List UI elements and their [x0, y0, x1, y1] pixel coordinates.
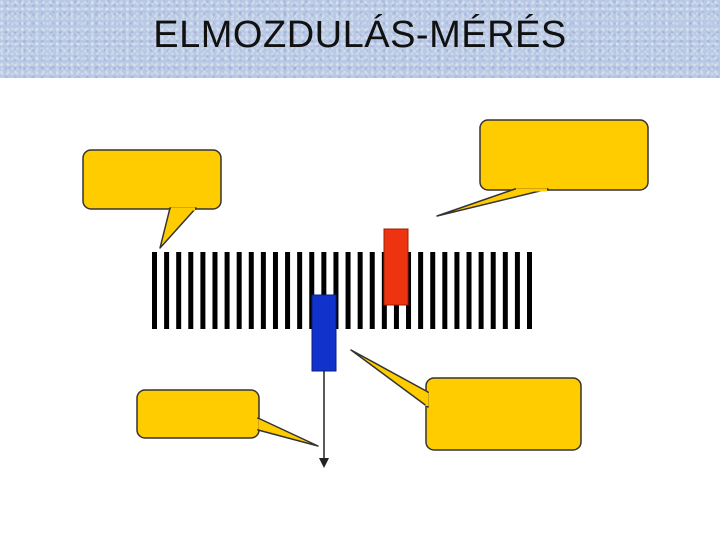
scale-bar	[212, 252, 218, 329]
scale-bar	[490, 252, 496, 329]
scale-bar	[406, 252, 412, 329]
slide-title: ELMOZDULÁS-MÉRÉS	[153, 14, 567, 56]
scale-bar	[345, 252, 351, 329]
scale-bar	[236, 252, 242, 329]
callout-top-left	[82, 149, 222, 249]
scale-bar	[418, 252, 424, 329]
scale-bar	[430, 252, 436, 329]
scale-bar	[309, 252, 315, 329]
scale-bar	[164, 252, 170, 329]
scale-bar	[248, 252, 254, 329]
scale-bar	[188, 252, 194, 329]
scale-bar	[502, 252, 508, 329]
pointer-arrowhead	[319, 458, 329, 468]
scale-bar	[224, 252, 230, 329]
scale-bar	[321, 252, 327, 329]
scale-bar	[260, 252, 266, 329]
scale-bar	[514, 252, 520, 329]
scale-bar	[369, 252, 375, 329]
callout-top-right	[436, 119, 649, 217]
scale-bar	[297, 252, 303, 329]
moving-marker	[311, 294, 337, 372]
scale-bar	[478, 252, 484, 329]
scale-bar	[466, 252, 472, 329]
reference-marker	[383, 228, 409, 306]
callout-bottom-right	[350, 349, 582, 451]
scale-bar	[176, 252, 182, 329]
scale-bar	[527, 252, 532, 329]
scale-bar	[357, 252, 363, 329]
callout-bottom-left	[136, 389, 319, 447]
title-bar: ELMOZDULÁS-MÉRÉS	[0, 0, 720, 78]
measurement-scale	[152, 252, 532, 329]
scale-bar	[200, 252, 206, 329]
scale-bar	[442, 252, 448, 329]
scale-bar	[285, 252, 291, 329]
scale-bar	[333, 252, 339, 329]
scale-bar	[152, 252, 157, 329]
scale-bar	[272, 252, 278, 329]
scale-bar	[454, 252, 460, 329]
